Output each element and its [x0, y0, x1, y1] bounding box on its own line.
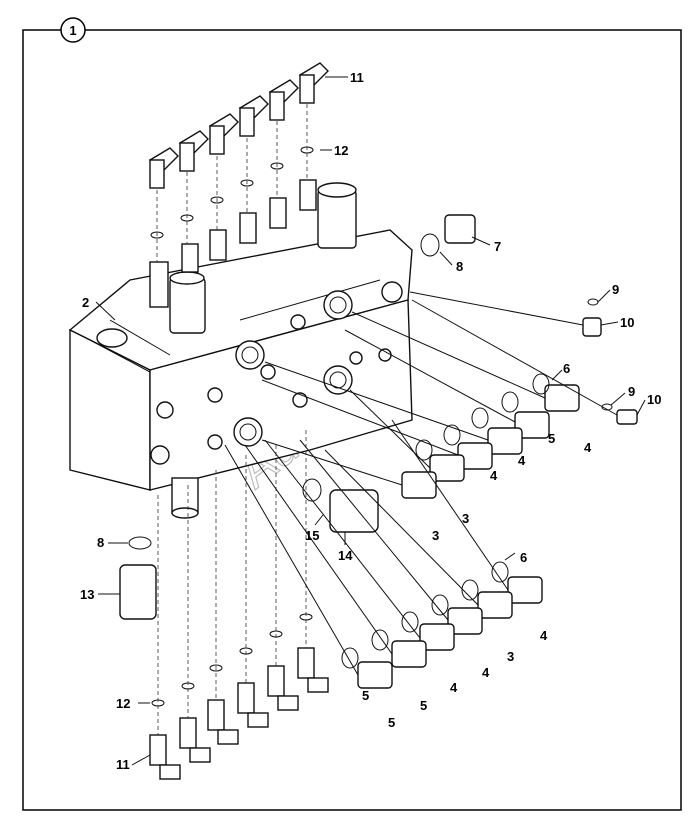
- callout-5: 5: [548, 431, 555, 446]
- callout-9: 9: [628, 384, 635, 399]
- callout-leaders: [95, 76, 646, 766]
- callout-4: 4: [518, 453, 526, 468]
- callout-4: 4: [584, 440, 592, 455]
- callout-13: 13: [80, 587, 94, 602]
- callout-10: 10: [647, 392, 661, 407]
- valve-block: [68, 179, 413, 519]
- callout-10: 10: [620, 315, 634, 330]
- right-fittings: [119, 214, 638, 689]
- callout-4: 4: [490, 468, 498, 483]
- assembly-lines: [224, 291, 618, 676]
- callout-4: 4: [482, 665, 490, 680]
- top-elbow-fittings: [148, 62, 329, 262]
- title-circle: [60, 17, 86, 43]
- callout-15: 15: [305, 528, 319, 543]
- callout-6: 6: [520, 550, 527, 565]
- callout-3: 3: [507, 649, 514, 664]
- callout-14: 14: [338, 548, 353, 563]
- callout-3: 3: [432, 528, 439, 543]
- callout-5: 5: [420, 698, 427, 713]
- callout-labels: 2 3 3 3 4 4 4 4 4 4 5 5 5 5 6 6 7 8 8 9 …: [80, 70, 661, 772]
- callout-3: 3: [462, 511, 469, 526]
- callout-12: 12: [334, 143, 348, 158]
- callout-4: 4: [540, 628, 548, 643]
- bottom-elbow-fittings: [149, 430, 329, 780]
- title-number: 1: [69, 23, 76, 38]
- callout-8: 8: [456, 259, 463, 274]
- callout-5: 5: [388, 715, 395, 730]
- callout-2: 2: [82, 295, 89, 310]
- callout-6: 6: [563, 361, 570, 376]
- callout-8: 8: [97, 535, 104, 550]
- callout-7: 7: [494, 239, 501, 254]
- callout-9: 9: [612, 282, 619, 297]
- diagram-frame: [22, 29, 682, 811]
- callout-5: 5: [362, 688, 369, 703]
- callout-12: 12: [116, 696, 130, 711]
- callout-11: 11: [350, 70, 364, 85]
- callout-11: 11: [116, 757, 130, 772]
- callout-4: 4: [450, 680, 458, 695]
